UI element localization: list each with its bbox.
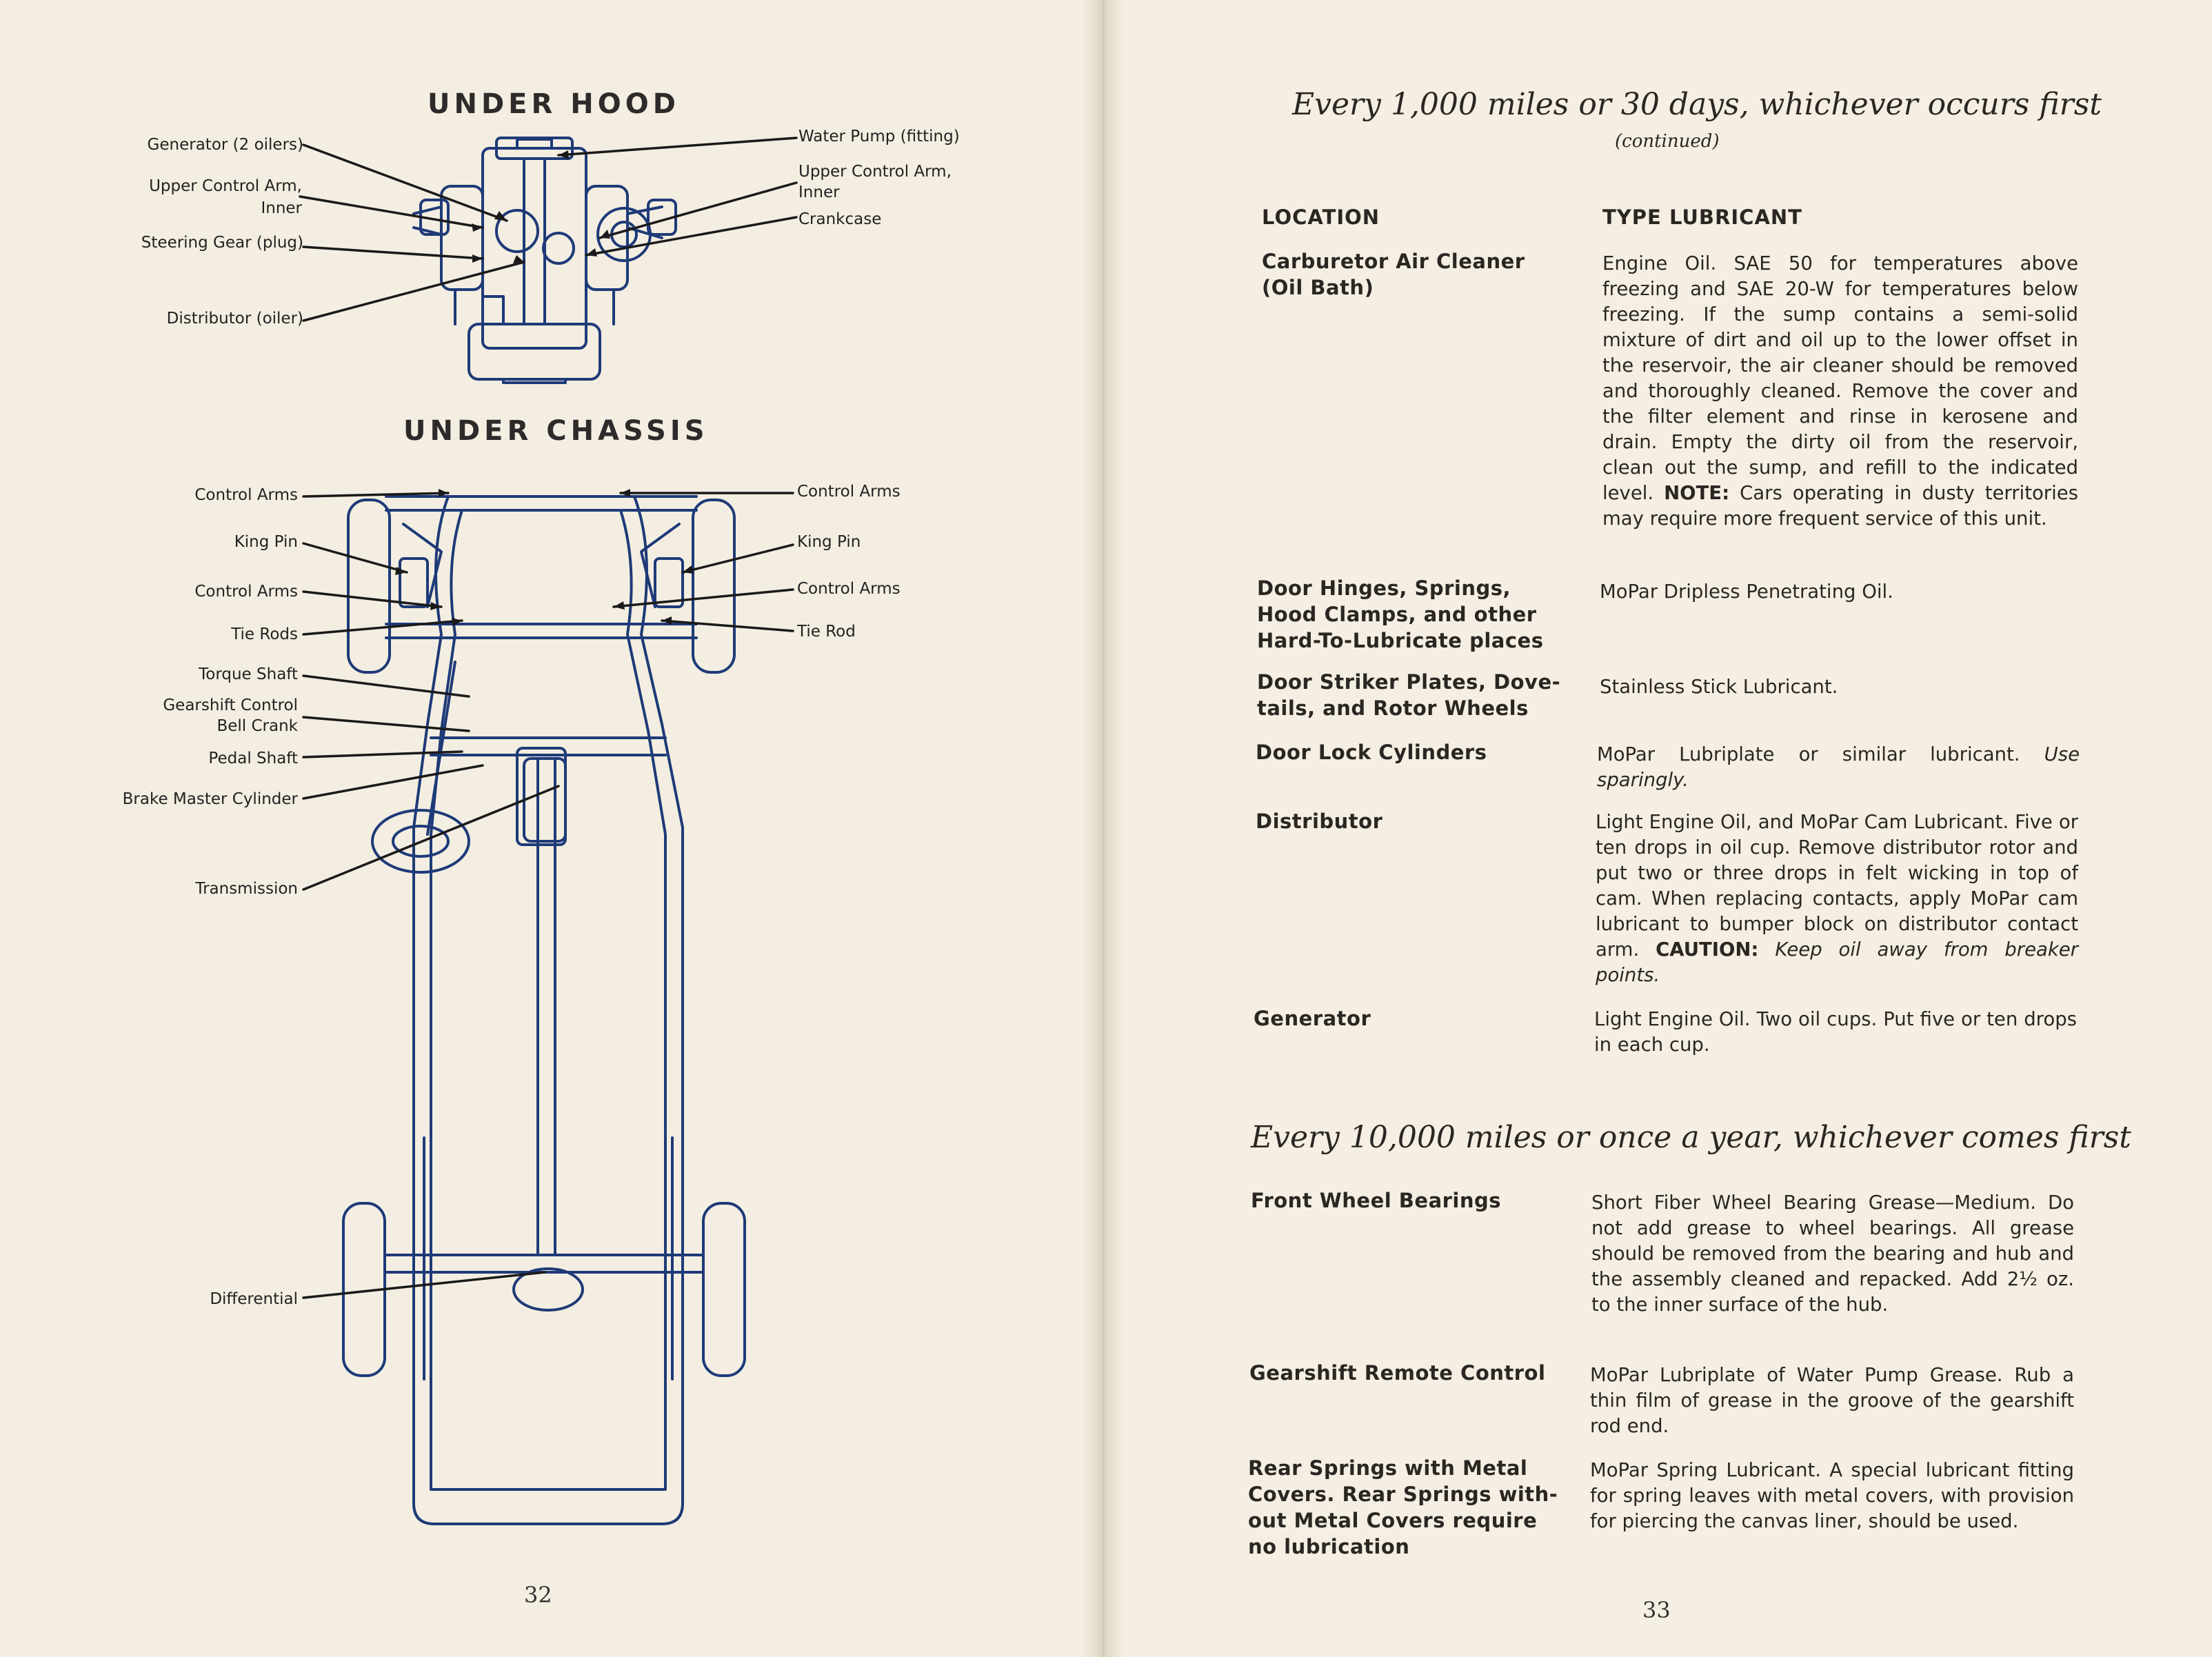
- lubrication-diagram: [299, 137, 798, 1525]
- subheading-continued: (continued): [1615, 131, 1720, 152]
- lubricant-generator: Light Engine Oil. Two oil cups. Put five…: [1594, 1008, 2077, 1056]
- location-door-hinges: Door Hinges, Springs, Hood Clamps, and o…: [1257, 576, 1544, 652]
- lubricant-gearshift-remote-control: MoPar Lubriplate of Water Pump Grease. R…: [1590, 1364, 2074, 1437]
- label-differential: Differential: [210, 1290, 298, 1308]
- heading-1000-miles: Every 1,000 miles or 30 days, whichever …: [1292, 87, 2102, 122]
- location-door-lock-cylinders: Door Lock Cylinders: [1256, 741, 1487, 764]
- label-upper-control-arm-right: Upper Control Arm, Inner: [798, 163, 952, 201]
- page-number-right: 33: [1642, 1597, 1671, 1623]
- location-door-striker-plates: Door Striker Plates, Dove- tails, and Ro…: [1257, 670, 1561, 720]
- label-control-arms-left-1: Control Arms: [194, 486, 298, 504]
- label-distributor: Distributor (oiler): [166, 310, 303, 328]
- label-king-pin-right: King Pin: [797, 533, 861, 551]
- page-number-left: 32: [524, 1582, 552, 1608]
- label-pedal-shaft: Pedal Shaft: [208, 750, 298, 767]
- book-gutter: [1083, 0, 1124, 1657]
- label-control-arms-right-2: Control Arms: [797, 580, 901, 598]
- under-chassis-title: UNDER CHASSIS: [403, 415, 709, 447]
- lubricant-rear-springs: MoPar Spring Lubricant. A special lubric…: [1590, 1459, 2074, 1532]
- location-carburetor-air-cleaner: Carburetor Air Cleaner (Oil Bath): [1262, 250, 1525, 299]
- label-crankcase: Crankcase: [798, 210, 882, 228]
- location-rear-springs: Rear Springs with Metal Covers. Rear Spr…: [1248, 1456, 1558, 1558]
- label-gearshift-control: Gearshift Control Bell Crank: [163, 696, 298, 735]
- column-header-type-lubricant: TYPE LUBRICANT: [1602, 205, 1802, 229]
- heading-10000-miles: Every 10,000 miles or once a year, which…: [1251, 1120, 2131, 1155]
- label-tie-rods: Tie Rods: [231, 625, 298, 643]
- label-upper-control-arm-left: Upper Control Arm, Inner: [149, 177, 302, 217]
- label-control-arms-right-1: Control Arms: [797, 483, 901, 501]
- lubricant-carburetor-air-cleaner: Engine Oil. SAE 50 for temperatures abov…: [1602, 252, 2078, 530]
- lubricant-front-wheel-bearings: Short Fiber Wheel Bearing Grease—Medium.…: [1591, 1192, 2074, 1316]
- location-generator: Generator: [1254, 1007, 1371, 1030]
- label-king-pin-left: King Pin: [234, 533, 298, 551]
- right-page: [1100, 0, 2212, 1657]
- under-hood-title: UNDER HOOD: [428, 88, 680, 120]
- label-control-arms-left-2: Control Arms: [194, 583, 298, 601]
- location-distributor: Distributor: [1256, 810, 1383, 833]
- engine-illustration: [412, 137, 677, 384]
- location-front-wheel-bearings: Front Wheel Bearings: [1251, 1189, 1502, 1212]
- label-tie-rod: Tie Rod: [797, 623, 856, 641]
- label-generator: Generator (2 oilers): [147, 136, 303, 154]
- lubricant-door-lock-cylinders: MoPar Lubriplate or similar lubricant. U…: [1597, 743, 2080, 791]
- column-header-location: LOCATION: [1262, 205, 1380, 229]
- left-page: [0, 0, 1100, 1657]
- location-gearshift-remote-control: Gearshift Remote Control: [1249, 1361, 1546, 1385]
- lubricant-door-striker-plates: Stainless Stick Lubricant.: [1600, 676, 1838, 698]
- label-brake-master-cylinder: Brake Master Cylinder: [122, 790, 298, 808]
- label-transmission: Transmission: [195, 880, 298, 898]
- label-torque-shaft: Torque Shaft: [199, 665, 298, 683]
- lubricant-distributor: Light Engine Oil, and MoPar Cam Lubrican…: [1596, 811, 2078, 986]
- chassis-illustration: [342, 495, 746, 1525]
- lubricant-door-hinges: MoPar Dripless Penetrating Oil.: [1600, 581, 1893, 603]
- label-steering-gear: Steering Gear (plug): [141, 234, 303, 252]
- label-water-pump: Water Pump (fitting): [798, 128, 960, 145]
